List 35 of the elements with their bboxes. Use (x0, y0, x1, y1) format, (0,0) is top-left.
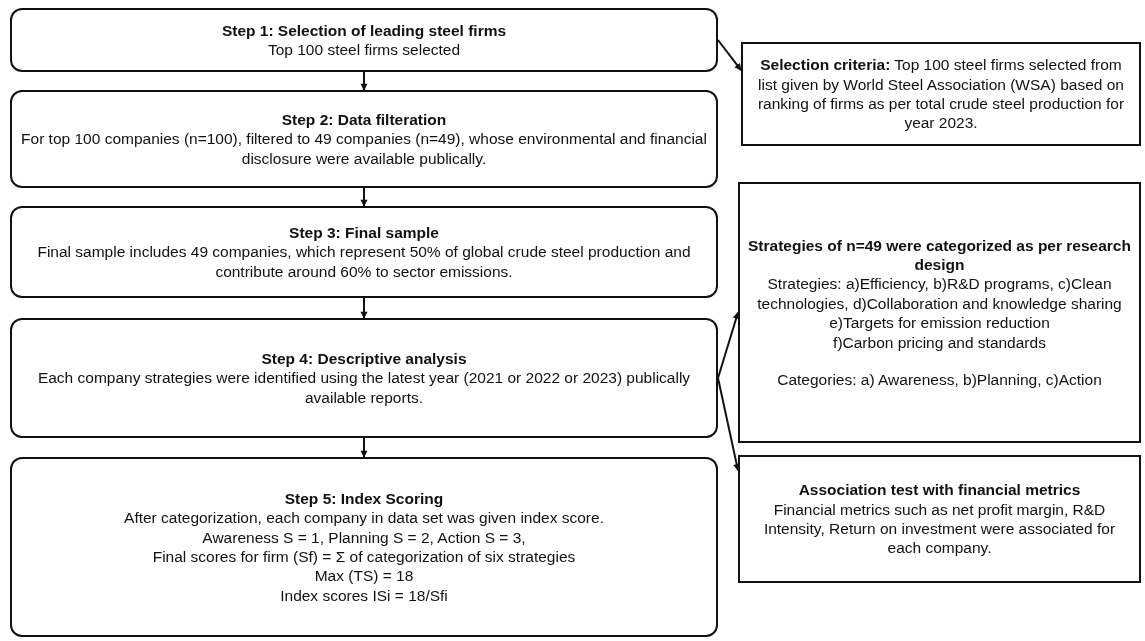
process-box (10, 318, 718, 438)
process-box (10, 457, 718, 637)
box-text: Final sample includes 49 companies, which represent 50% of global crude steel production and contribute around 60% to sector emissions. (36, 242, 692, 282)
arrow (717, 39, 742, 72)
arrow (360, 437, 368, 458)
box-text: For top 100 companies (n=100), filtered to 49 companies (n=49), whose environmental and financial disclosure were available publically. (20, 129, 708, 169)
box-text: Index scores ISi = 18/Sfi (279, 585, 449, 606)
note-box (738, 182, 1141, 443)
box-heading: Association test with financial metrics (797, 480, 1082, 500)
box-heading: Strategies of n=49 were categorized as per research design (748, 235, 1131, 275)
box-text: Max (TS) = 18 (313, 566, 415, 586)
box-heading: Step 3: Final sample (288, 222, 440, 243)
box-text: Top 100 steel firms selected (266, 40, 462, 60)
process-box (10, 90, 718, 188)
box-text: Financial metrics such as net profit margin, R&D Intensity, Return on investment were associated for each company. (762, 499, 1117, 558)
box-text: Selection criteria: Top 100 steel firms selected from list given by World Steel Association (WSA) based on ranking of firms as per total crude steel production for year 2023. (756, 55, 1126, 133)
arrow (360, 297, 368, 319)
box-heading: Step 4: Descriptive analysis (260, 348, 468, 369)
box-text: Categories: a) Awareness, b)Planning, c)Action (776, 369, 1103, 390)
box-text: Each company strategies were identified using the latest year (2021 or 2022 or 2023) publically available reports. (36, 368, 692, 408)
box-text: Final scores for firm (Sf) = Σ of categorization of six strategies (151, 547, 577, 567)
arrow (360, 187, 368, 207)
note-box (741, 42, 1141, 146)
box-heading: Step 1: Selection of leading steel firms (220, 20, 508, 40)
process-box (10, 8, 718, 72)
box-text: e)Targets for emission reduction (828, 313, 1051, 333)
box-text: After categorization, each company in data set was given index score. (123, 508, 605, 528)
box-heading: Step 5: Index Scoring (283, 488, 445, 509)
box-text: Awareness S = 1, Planning S = 2, Action S = 3, (201, 527, 527, 547)
box-text: f)Carbon pricing and standards (832, 332, 1047, 352)
box-heading: Step 2: Data filteration (280, 109, 448, 130)
arrow (360, 71, 368, 91)
arrow (717, 311, 740, 379)
note-box (738, 455, 1141, 583)
process-box (10, 206, 718, 298)
